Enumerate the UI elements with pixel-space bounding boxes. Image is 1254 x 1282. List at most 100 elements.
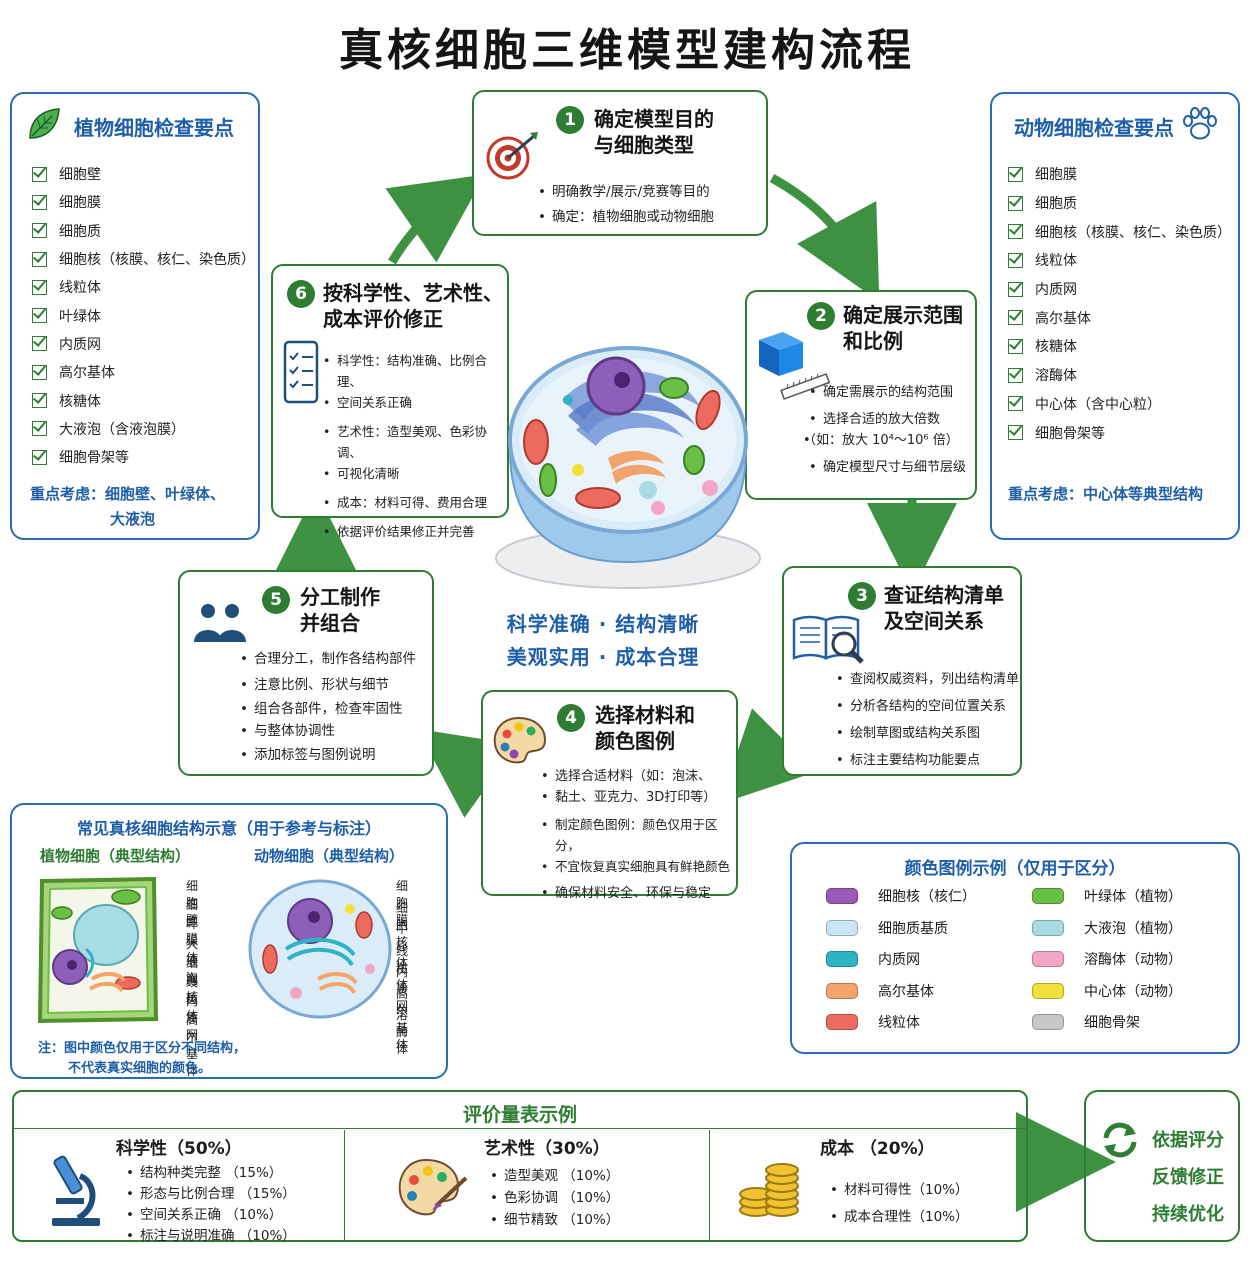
paint-palette-icon: [396, 1156, 470, 1226]
checkbox-checked-icon: [32, 223, 47, 239]
legend-label: 高尔基体: [878, 983, 934, 1000]
checklist-label: 溶酶体: [1035, 368, 1077, 385]
legend-item: 溶酶体（动物）: [1032, 949, 1182, 969]
checklist-item: 内质网: [1008, 275, 1231, 304]
checklist-item: 细胞骨架等: [1008, 418, 1231, 447]
checklist-item: 核糖体: [1008, 332, 1231, 361]
step-6-card: 6 按科学性、艺术性、 成本评价修正 科学性：结构准确、比例合理、 空间关系正确…: [271, 264, 509, 542]
step-6-title: 按科学性、艺术性、 成本评价修正: [323, 280, 503, 332]
checkbox-checked-icon: [1008, 166, 1023, 182]
animal-panel-title: 动物细胞检查要点: [1014, 116, 1174, 140]
checkbox-checked-icon: [1008, 281, 1023, 297]
checkbox-checked-icon: [32, 279, 47, 295]
step-1-bullet: 明确教学/展示/竞赛等目的: [538, 182, 714, 203]
arrow-4-to-5: [417, 728, 517, 818]
step-3-bullet: 查阅权威资料，列出结构清单: [836, 666, 1019, 693]
eval-item: 色彩协调 （10%）: [490, 1187, 619, 1209]
reference-panel: 常见真核细胞结构示意（用于参考与标注） 植物细胞（典型结构） 动物细胞（典型结构…: [10, 803, 448, 1079]
book-search-icon: [790, 610, 866, 670]
legend-label: 内质网: [878, 952, 920, 968]
structure-label: 线粒体: [186, 975, 199, 1023]
animal-focus-label: 重点考虑：: [1008, 485, 1084, 503]
step-5-title-line2: 并组合: [300, 611, 360, 635]
legend-swatch: [1032, 919, 1064, 936]
microscope-icon: [48, 1148, 104, 1232]
step-5-bullet-cont: 与整体协调性: [240, 720, 416, 742]
coins-icon: [736, 1154, 802, 1224]
checklist-label: 高尔基体: [59, 365, 115, 382]
checklist-label: 内质网: [59, 336, 101, 353]
step-1-bullet: 确定：植物细胞或动物细胞: [538, 207, 714, 228]
eval-col-science: 科学性（50%） 结构种类完整 （15%） 形态与比例合理 （15%） 空间关系…: [116, 1134, 296, 1282]
checklist-label: 中心体（含中心粒）: [1035, 396, 1161, 413]
step-4-badge: 4: [557, 704, 585, 732]
checklist-label: 细胞核（核膜、核仁、染色质）: [59, 252, 255, 269]
eval-heading: 科学性（50%）: [116, 1139, 242, 1159]
feedback-text: 依据评分 反馈修正 持续优化: [1152, 1122, 1224, 1233]
legend-label: 细胞核（核仁）: [878, 889, 976, 905]
checkbox-checked-icon: [1008, 310, 1023, 326]
animal-cell-diagram: [246, 875, 396, 1029]
checklist-item: 核糖体: [32, 386, 255, 414]
step-6-bullet-cont: 可视化清晰: [323, 463, 509, 484]
evaluation-title: 评价量表示例: [462, 1104, 577, 1126]
structure-label: 细胞膜: [396, 879, 409, 927]
legend-swatch: [826, 951, 858, 967]
step-2-title-line2: 和比例: [843, 329, 903, 353]
step-4-bullet: 确保材料安全、环保与稳定: [541, 883, 737, 904]
step-2-bullet: 选择合适的放大倍数: [809, 409, 979, 430]
step-3-title-line1: 查证结构清单: [884, 583, 1004, 607]
step-2-bullet-sub: （如：放大 10⁴～10⁶ 倍）: [803, 430, 979, 451]
checklist-label: 线粒体: [1035, 253, 1077, 270]
legend-label: 细胞骨架: [1084, 1015, 1140, 1031]
structure-label: 细胞核: [186, 955, 199, 1004]
step-2-bullet: 确定模型尺寸与细节层级: [809, 457, 979, 478]
legend-item: 线粒体: [826, 1012, 920, 1032]
eval-col-cost: 成本 （20%） 材料可得性（10%） 成本合理性（10%）: [820, 1134, 969, 1282]
checklist-label: 核糖体: [59, 393, 101, 410]
paw-icon: [1180, 106, 1220, 146]
checklist-label: 细胞质: [1035, 196, 1077, 213]
feedback-box: 依据评分 反馈修正 持续优化: [1084, 1090, 1240, 1242]
plant-subtitle: 植物细胞（典型结构）: [40, 847, 191, 865]
legend-swatch: [1032, 982, 1064, 999]
step-3-bullets: 查阅权威资料，列出结构清单 分析各结构的空间位置关系 绘制草图或结构关系图 标注…: [836, 666, 1019, 774]
checkbox-checked-icon: [32, 251, 47, 267]
eval-heading: 艺术性（30%）: [484, 1139, 610, 1159]
step-5-bullets: 合理分工，制作各结构部件 注意比例、形状与细节 组合各部件，检查牢固性 与整体协…: [240, 646, 416, 768]
step-4-bullet: 制定颜色图例：颜色仅用于区分，: [541, 814, 737, 856]
checkbox-checked-icon: [1008, 367, 1023, 383]
eval-col-divider: [709, 1130, 710, 1240]
step-6-bullet: 依据评价结果修正并完善: [323, 521, 509, 542]
checkbox-checked-icon: [1008, 252, 1023, 268]
checklist-item: 高尔基体: [32, 358, 255, 386]
checklist-label: 大液泡（含液泡膜）: [59, 421, 185, 438]
eval-item: 造型美观 （10%）: [490, 1165, 619, 1187]
checklist-item: 叶绿体: [32, 301, 255, 329]
checkbox-checked-icon: [32, 364, 47, 380]
step-4-title-line2: 颜色图例: [595, 729, 675, 753]
legend-swatch: [826, 1014, 858, 1030]
checklist-item: 中心体（含中心粒）: [1008, 390, 1231, 419]
structure-label: 高尔基体: [186, 1013, 199, 1079]
checklist-label: 叶绿体: [59, 308, 101, 325]
reference-note: 注：图中颜色仅用于区分不同结构， 不代表真实细胞的颜色。: [38, 1039, 246, 1079]
step-5-title: 分工制作 并组合: [300, 584, 380, 636]
checkbox-checked-icon: [1008, 425, 1023, 441]
legend-item: 大液泡（植物）: [1032, 918, 1182, 938]
step-3-title: 查证结构清单 及空间关系: [884, 582, 1004, 634]
checklist-label: 细胞壁: [59, 167, 101, 184]
legend-swatch: [1032, 951, 1064, 967]
checkbox-checked-icon: [32, 393, 47, 409]
step-5-card: 5 分工制作 并组合 合理分工，制作各结构部件 注意比例、形状与细节 组合各部件…: [178, 570, 434, 776]
eval-item: 细节精致 （10%）: [490, 1209, 619, 1231]
step-6-bullets: 科学性：结构准确、比例合理、 空间关系正确 艺术性：造型美观、色彩协调、 可视化…: [323, 350, 509, 542]
arrow-3-to-4: [720, 708, 816, 804]
eval-item: 形态与比例合理 （15%）: [126, 1184, 296, 1205]
checkbox-checked-icon: [32, 421, 47, 437]
step-1-bullets: 明确教学/展示/竞赛等目的 确定：植物细胞或动物细胞: [538, 182, 714, 228]
checkbox-checked-icon: [1008, 338, 1023, 354]
step-4-bullet-cont: 不宜恢复真实细胞具有鲜艳颜色: [541, 856, 737, 877]
checklist-item: 细胞核（核膜、核仁、染色质）: [32, 245, 255, 273]
refresh-icon: [1098, 1118, 1142, 1166]
